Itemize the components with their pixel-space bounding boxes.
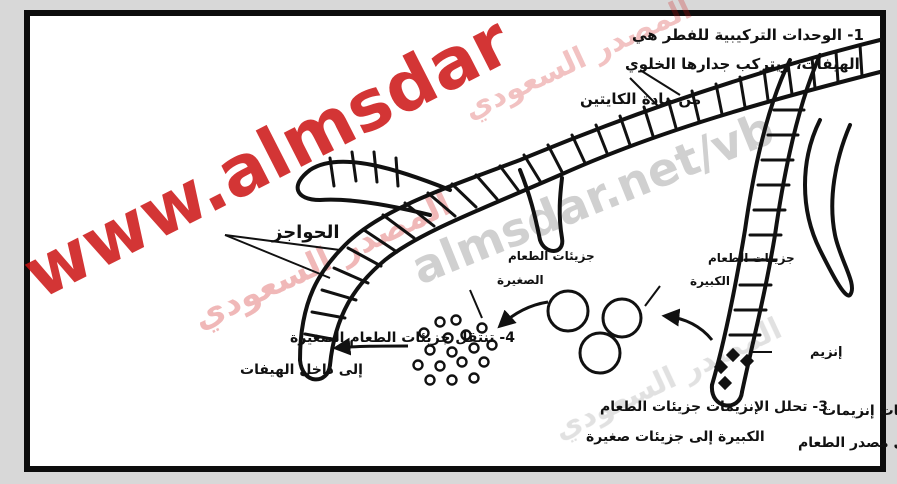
large-food-particles [548, 291, 641, 373]
branch-far-right [805, 120, 852, 296]
small-food-label-line1: جزيئات الطعام [508, 249, 595, 264]
step3-label-line1: 3- تحلل الإنزيمات جزيئات الطعام [600, 399, 828, 415]
step1-label-line1: 1- الوحدات التركيبية للفطر هي [632, 26, 864, 44]
small-food-label-line2: الصغيرة [497, 273, 544, 287]
step2-label-line1: 2- تفرز الهيفات إنزيمات [822, 403, 897, 419]
large-food-label-line1: جزيئات الطعام [708, 251, 795, 266]
small-food-leader [470, 290, 482, 318]
arrow-small-to-hypha [336, 346, 408, 348]
step1-label-line3: من مادة الكايتين [580, 90, 701, 108]
large-food-label-line2: الكبيرة [690, 274, 730, 288]
small-food-particles [414, 316, 497, 385]
step4-label-line2: إلى داخل الهيفات [240, 362, 363, 378]
enzyme-label: إنزيم [810, 345, 843, 360]
large-food-leader [645, 286, 660, 306]
step3-label-line2: الكبيرة إلى جزيئات صغيرة [586, 429, 765, 445]
step4-label-line1: 4- تنتقل جزيئات الطعام الصغيرة [290, 330, 515, 346]
arrow-large-to-small [500, 302, 548, 326]
septa-label: الحواجز [271, 222, 340, 243]
watermark-arabic-3: المصدر السعودي [549, 311, 788, 447]
arrow-enzyme-to-food [665, 316, 712, 340]
step2-label-line2: على مصدر الطعام [798, 435, 897, 451]
step1-label-line2: الهيفات، ويتركب جدارها الخلوي [625, 55, 860, 74]
